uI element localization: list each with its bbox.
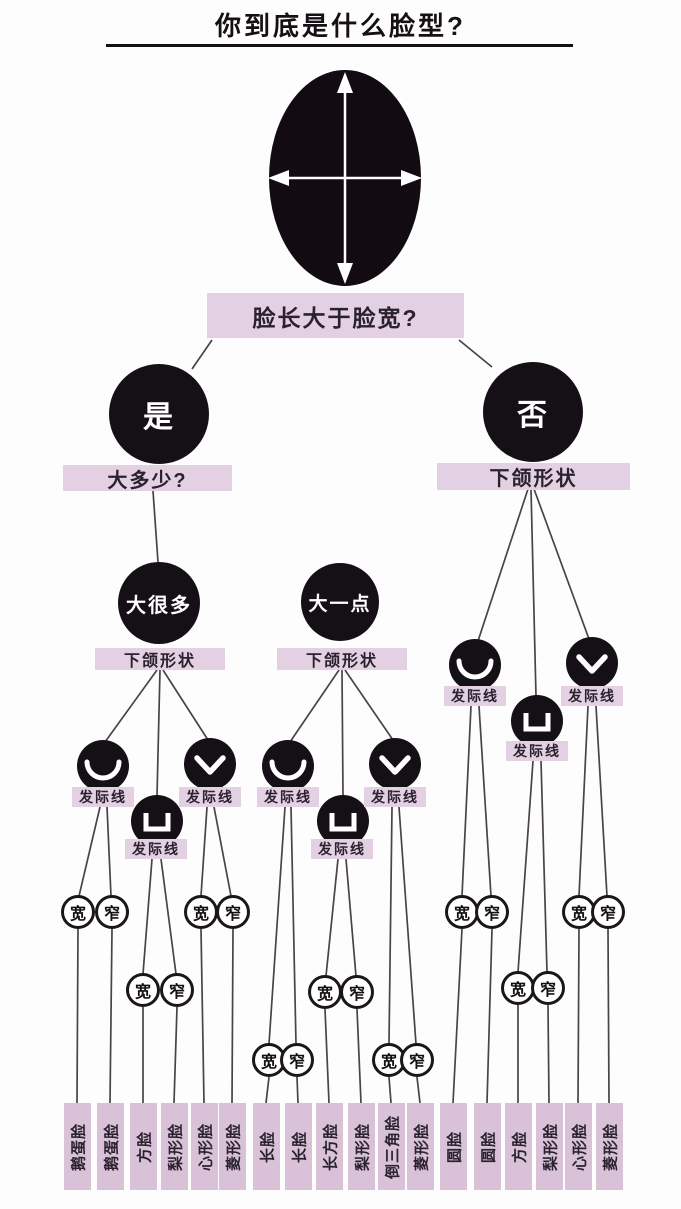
square-jaw-icon — [511, 695, 563, 747]
leaf-label: 菱形脸 — [219, 1103, 246, 1190]
square-jaw-node — [131, 795, 183, 847]
leaf-label: 长脸 — [285, 1103, 312, 1190]
square-jaw-node — [317, 795, 369, 847]
leaf-label: 鹅蛋脸 — [97, 1103, 124, 1190]
leaf-label: 梨形脸 — [348, 1103, 375, 1190]
leaf-label: 长方脸 — [316, 1103, 343, 1190]
jaw-shape-box-middle: 下颌形状 — [277, 648, 407, 670]
wide-node: 宽 — [445, 895, 479, 929]
round-jaw-icon — [262, 740, 314, 792]
square-jaw-icon — [317, 795, 369, 847]
question-how-much-bigger: 大多少? — [63, 465, 232, 492]
wide-node: 宽 — [308, 975, 342, 1009]
title-underline — [106, 44, 573, 47]
page-title: 你到底是什么脸型? — [215, 11, 466, 41]
hairline-label: 发际线 — [72, 787, 134, 807]
leaf-label: 心形脸 — [565, 1103, 592, 1190]
wide-node: 宽 — [372, 1043, 406, 1077]
round-jaw-node — [262, 740, 314, 792]
narrow-node: 窄 — [475, 895, 509, 929]
wide-node: 宽 — [184, 895, 218, 929]
wide-node: 宽 — [501, 971, 535, 1005]
leaf-label: 长脸 — [253, 1103, 280, 1190]
pointed-jaw-node — [184, 738, 236, 790]
narrow-node: 窄 — [280, 1043, 314, 1077]
tree-edges — [76, 339, 610, 1104]
round-jaw-icon — [77, 740, 129, 792]
leaf-label: 鹅蛋脸 — [64, 1103, 91, 1190]
square-jaw-icon — [131, 795, 183, 847]
hairline-label: 发际线 — [561, 686, 623, 706]
leaf-label: 方脸 — [505, 1103, 532, 1190]
wide-node: 宽 — [126, 973, 160, 1007]
narrow-node: 窄 — [160, 973, 194, 1007]
hairline-label: 发际线 — [179, 787, 241, 807]
leaf-label: 圆脸 — [474, 1103, 501, 1190]
a-bit-bigger-node: 大一点 — [301, 563, 379, 641]
leaf-label: 菱形脸 — [596, 1103, 623, 1190]
jaw-shape-box-right: 下颌形状 — [437, 463, 630, 490]
face-measure-arrows-icon — [268, 72, 422, 284]
pointed-jaw-icon — [369, 738, 421, 790]
pointed-jaw-node — [369, 738, 421, 790]
round-jaw-icon — [449, 639, 501, 691]
hairline-label: 发际线 — [257, 787, 319, 807]
narrow-node: 窄 — [591, 895, 625, 929]
square-jaw-node — [511, 695, 563, 747]
leaf-label: 梨形脸 — [161, 1103, 188, 1190]
wide-node: 宽 — [61, 895, 95, 929]
narrow-node: 窄 — [216, 895, 250, 929]
pointed-jaw-icon — [184, 738, 236, 790]
no-node: 否 — [483, 362, 583, 462]
pointed-jaw-node — [566, 637, 618, 689]
round-jaw-node — [449, 639, 501, 691]
hairline-label: 发际线 — [444, 686, 506, 706]
leaf-label: 心形脸 — [191, 1103, 218, 1190]
leaf-label: 方脸 — [130, 1103, 157, 1190]
yes-node: 是 — [109, 364, 209, 464]
leaf-label: 圆脸 — [440, 1103, 467, 1190]
narrow-node: 窄 — [95, 895, 129, 929]
hairline-label: 发际线 — [311, 839, 373, 859]
narrow-node: 窄 — [531, 971, 565, 1005]
leaf-label: 梨形脸 — [536, 1103, 563, 1190]
hairline-label: 发际线 — [125, 839, 187, 859]
question-face-length-vs-width: 脸长大于脸宽? — [207, 293, 464, 338]
much-bigger-node: 大很多 — [118, 562, 200, 644]
round-jaw-node — [77, 740, 129, 792]
hairline-label: 发际线 — [364, 787, 426, 807]
face-measure-diagram — [268, 70, 422, 286]
hairline-label: 发际线 — [506, 741, 568, 761]
jaw-shape-box-left: 下颌形状 — [95, 648, 225, 670]
pointed-jaw-icon — [566, 637, 618, 689]
leaf-label: 菱形脸 — [407, 1103, 434, 1190]
wide-node: 宽 — [562, 895, 596, 929]
narrow-node: 窄 — [340, 975, 374, 1009]
narrow-node: 窄 — [400, 1043, 434, 1077]
leaf-label: 倒三角脸 — [378, 1103, 405, 1190]
